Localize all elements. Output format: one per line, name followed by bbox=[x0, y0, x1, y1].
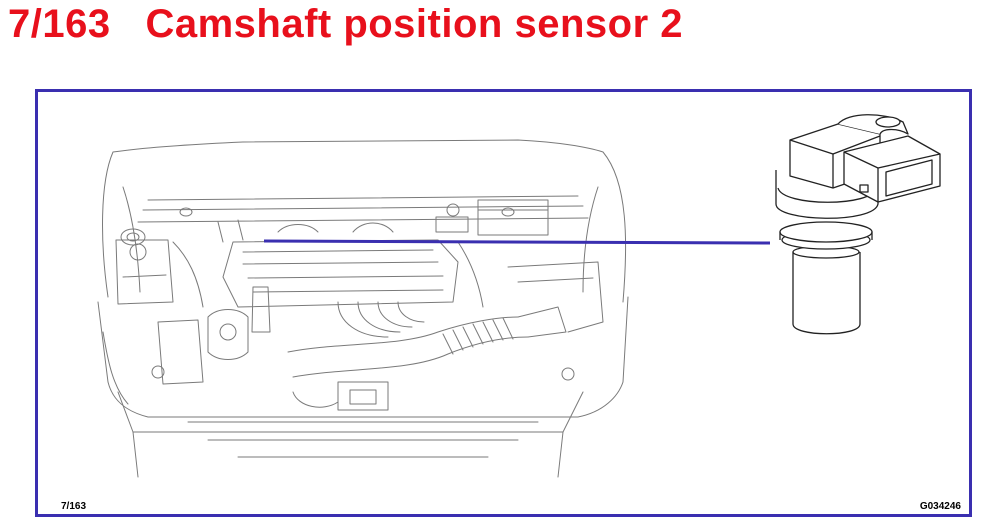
figure-code: G034246 bbox=[919, 501, 961, 512]
page-title: 7/163 Camshaft position sensor 2 bbox=[8, 2, 683, 46]
illustration-canvas bbox=[97, 114, 941, 478]
figure-ref-number: 7/163 bbox=[61, 501, 87, 512]
leader-line bbox=[263, 239, 771, 245]
engine-bay-drawing bbox=[97, 139, 629, 478]
illustration-frame: 7/163 G034246 bbox=[35, 89, 972, 517]
camshaft-position-sensor-2-drawing bbox=[775, 114, 941, 335]
